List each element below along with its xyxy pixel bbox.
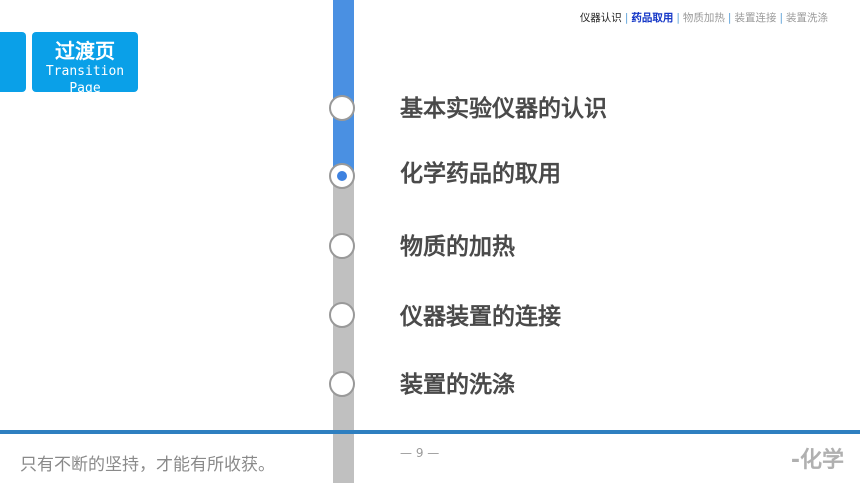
top-breadcrumb-nav: 仪器认识|药品取用|物质加热|装置连接|装置洗涤 xyxy=(580,10,828,25)
nav-item-instrument[interactable]: 仪器认识 xyxy=(579,12,622,24)
nav-separator: | xyxy=(624,12,629,24)
nav-separator: | xyxy=(779,12,783,24)
timeline-node-3[interactable] xyxy=(329,233,355,259)
nav-item-washing[interactable]: 装置洗涤 xyxy=(786,12,828,24)
timeline-track xyxy=(333,175,354,483)
topic-apparatus-connection[interactable]: 仪器装置的连接 xyxy=(400,304,561,330)
section-title-zh: 过渡页 xyxy=(55,39,115,63)
timeline-node-1[interactable] xyxy=(329,95,355,121)
topic-heating[interactable]: 物质的加热 xyxy=(400,234,515,260)
left-accent-tab xyxy=(0,32,26,92)
footer-rule xyxy=(0,430,860,434)
topic-reagent-handling[interactable]: 化学药品的取用 xyxy=(400,161,561,187)
subject-label: -化学 xyxy=(790,448,844,473)
nav-item-heating[interactable]: 物质加热 xyxy=(682,12,725,24)
timeline-node-2-active[interactable] xyxy=(329,163,355,189)
section-title-en: Transition Page xyxy=(45,64,125,92)
nav-item-connection[interactable]: 装置连接 xyxy=(734,12,777,24)
topic-basic-instruments[interactable]: 基本实验仪器的认识 xyxy=(400,96,607,122)
topic-apparatus-washing[interactable]: 装置的洗涤 xyxy=(400,372,515,398)
nav-separator: | xyxy=(676,12,680,24)
timeline-node-5[interactable] xyxy=(329,371,355,397)
page-number: — 9 — xyxy=(400,446,440,460)
nav-item-reagent[interactable]: 药品取用 xyxy=(631,12,674,24)
footer-motto: 只有不断的坚持，才能有所收获。 xyxy=(20,455,275,475)
timeline-progress-bar xyxy=(333,0,354,175)
section-title-box: 过渡页 Transition Page xyxy=(32,32,138,92)
nav-separator: | xyxy=(727,12,732,24)
timeline-node-4[interactable] xyxy=(329,302,355,328)
